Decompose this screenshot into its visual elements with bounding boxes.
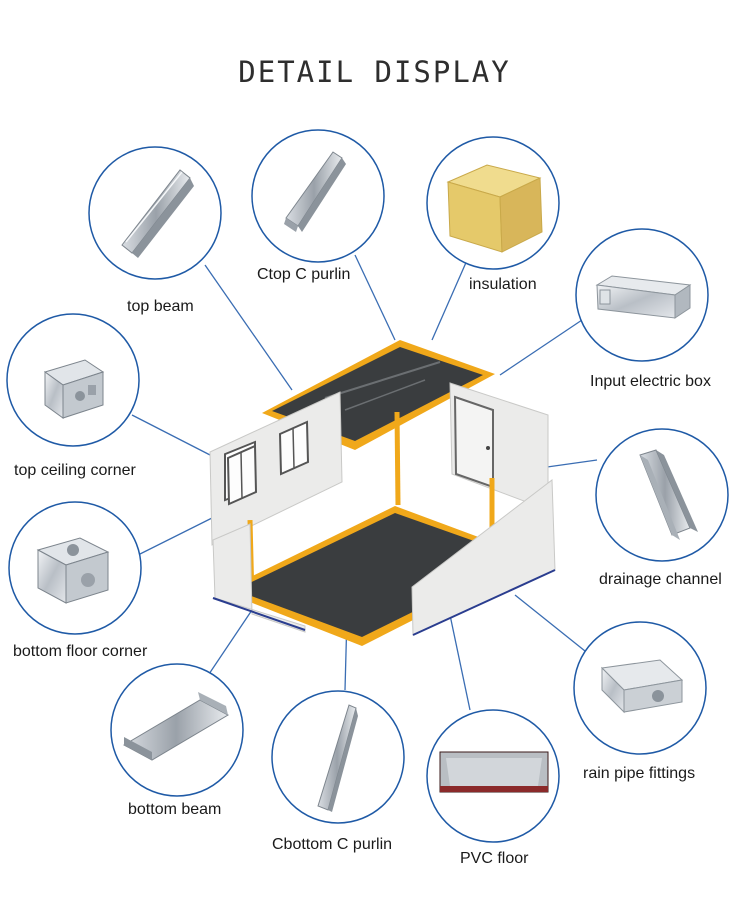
rain-pipe-fitting-icon xyxy=(600,659,684,714)
label-cbottom-c-purlin: Cbottom C purlin xyxy=(272,836,392,853)
ceiling-corner-icon xyxy=(43,359,105,419)
insulation-block-icon xyxy=(446,164,543,253)
container-assembly xyxy=(209,340,556,646)
leader-line-rain-pipe-fittings xyxy=(514,594,591,656)
page-title: DETAIL DISPLAY xyxy=(238,55,511,89)
bottom-beam-icon xyxy=(122,692,230,761)
leader-line-ctop-c-purlin xyxy=(354,254,396,341)
top-beam-icon xyxy=(121,169,194,258)
floor-corner-icon xyxy=(36,537,110,604)
c-purlin-bottom-icon xyxy=(317,704,358,812)
leader-line-bottom-beam xyxy=(204,609,253,681)
label-bottom-beam: bottom beam xyxy=(128,801,221,818)
floor-panel xyxy=(235,513,522,637)
label-top-beam: top beam xyxy=(127,298,194,315)
leader-line-top-beam xyxy=(204,264,293,391)
label-rain-pipe-fittings: rain pipe fittings xyxy=(583,765,695,782)
label-input-electric-box: Input electric box xyxy=(590,373,711,390)
drainage-channel-icon xyxy=(639,449,698,540)
door xyxy=(453,395,494,489)
left-wall-panel xyxy=(209,391,343,546)
leader-line-top-ceiling-corner xyxy=(131,414,213,457)
c-purlin-icon xyxy=(284,151,346,232)
label-top-ceiling-corner: top ceiling corner xyxy=(14,462,137,479)
label-bottom-floor-corner: bottom floor corner xyxy=(13,643,148,660)
pvc-floor-icon xyxy=(439,751,549,793)
label-insulation: insulation xyxy=(469,276,537,293)
leader-line-drainage-channel xyxy=(539,459,598,469)
label-ctop-c-purlin: Ctop C purlin xyxy=(257,266,350,283)
leader-line-insulation xyxy=(431,257,469,341)
label-drainage-channel: drainage channel xyxy=(599,571,722,588)
part-labels: top beam Ctop C purlin insulation Input … xyxy=(13,266,722,867)
leader-line-input-electric-box xyxy=(499,319,583,376)
leader-line-bottom-floor-corner xyxy=(137,514,219,556)
leader-line-pvc-floor xyxy=(449,614,471,711)
electric-box-icon xyxy=(595,275,692,319)
label-pvc-floor: PVC floor xyxy=(460,850,529,867)
